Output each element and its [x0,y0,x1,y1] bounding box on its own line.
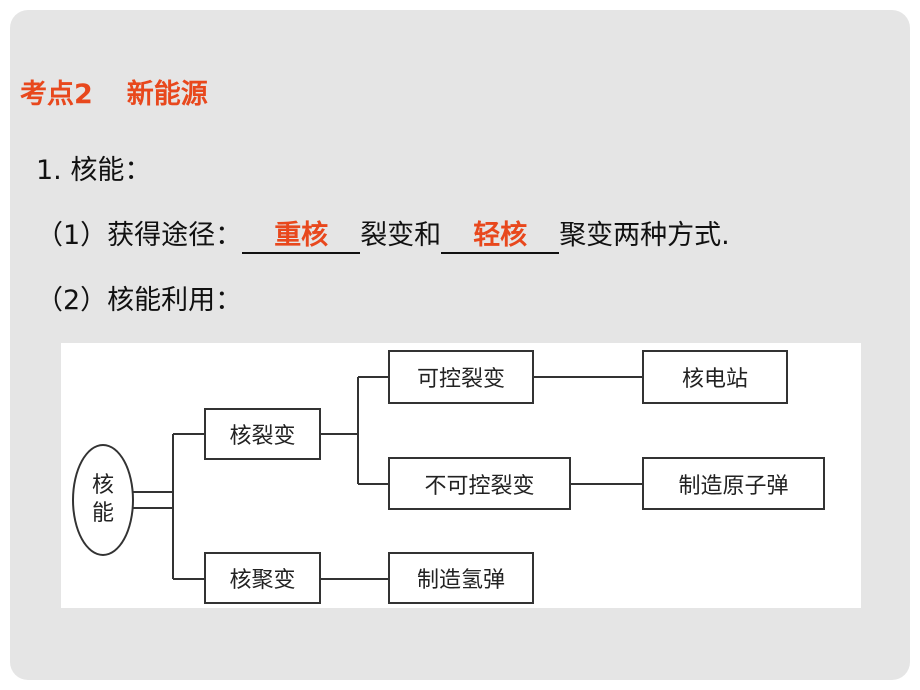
fill-blank-2: 轻核 [441,220,560,254]
section-heading: 考点2 新能源 [20,72,208,111]
item-1-2: （2）核能利用： [36,285,243,316]
heading-title: 新能源 [126,79,208,110]
item-1-1-suffix: 聚变两种方式. [559,220,730,251]
diagram-connectors [133,376,642,580]
answer-heavy-nucleus: 重核 [274,220,329,251]
node-fission: 核裂变 [204,408,321,460]
item-1-1: （1）获得途径： 重核裂变和轻核聚变两种方式. [36,213,730,254]
node-root-line1: 核 [91,473,114,498]
node-hydrogen-bomb: 制造氢弹 [388,552,534,604]
node-root-line2: 能 [91,501,114,526]
node-fusion: 核聚变 [204,552,321,604]
answer-light-nucleus: 轻核 [473,220,528,251]
item-1: 1. 核能： [36,155,152,186]
item-1-1-prefix: （1）获得途径： [36,220,243,251]
node-nuclear-energy: 核 能 [72,444,134,556]
node-uncontrolled-fission: 不可控裂变 [388,457,571,510]
nuclear-energy-diagram: 核 能 核裂变 核聚变 可控裂变 不可控裂变 核电站 制造原子弹 制造氢弹 [61,343,861,608]
node-atomic-bomb: 制造原子弹 [642,457,825,510]
fill-blank-1: 重核 [242,220,361,254]
item-1-1-middle: 裂变和 [360,220,442,251]
node-power-plant: 核电站 [642,350,788,404]
heading-number: 考点2 [20,79,93,110]
node-controlled-fission: 可控裂变 [388,350,534,404]
